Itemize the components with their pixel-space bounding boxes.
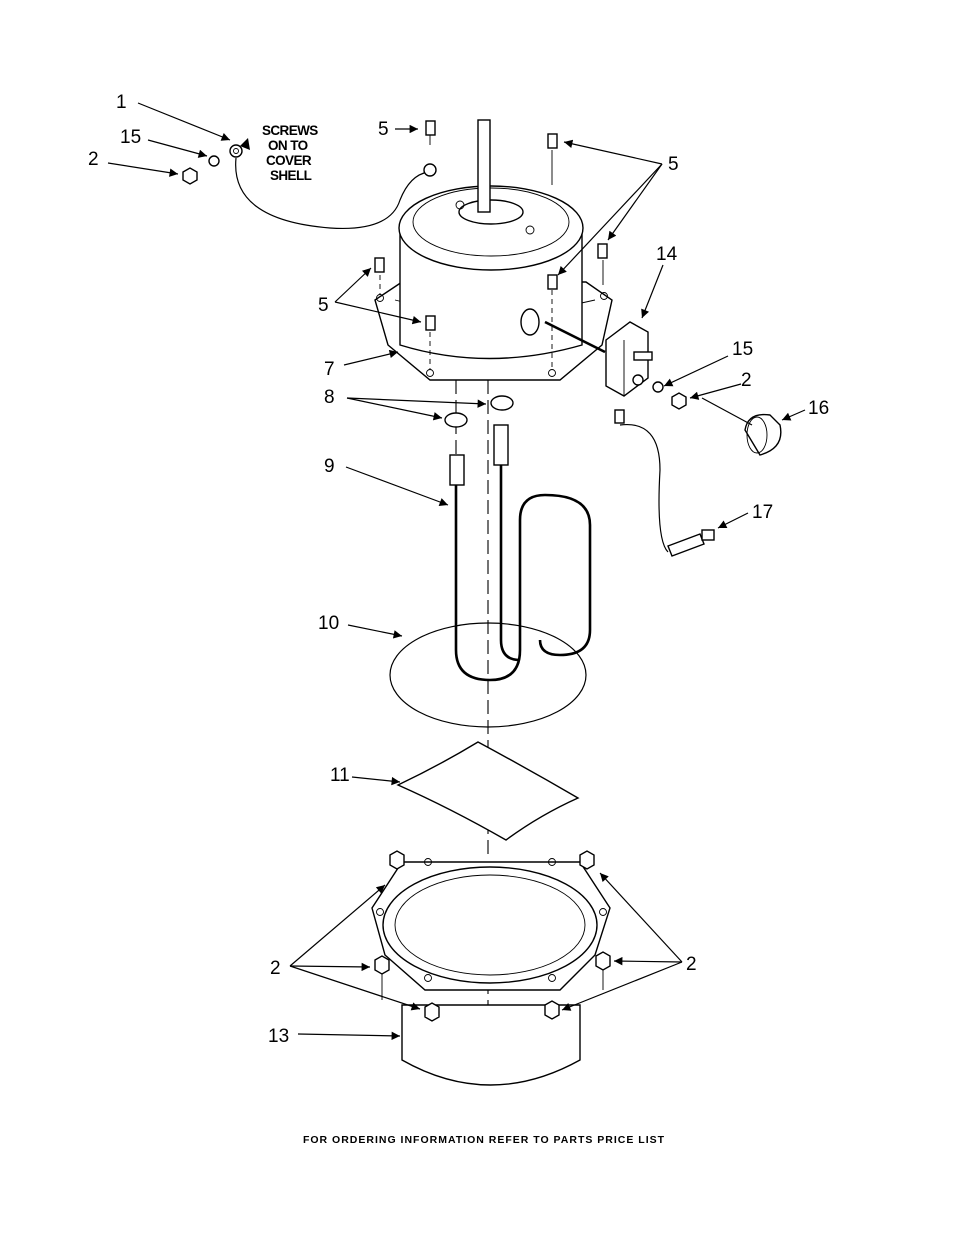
note-pointer-mark xyxy=(240,138,250,150)
callout-17: 17 xyxy=(752,502,773,523)
callout-5: 5 xyxy=(668,154,679,175)
callout-2: 2 xyxy=(741,370,752,391)
screw-top-right xyxy=(547,133,558,185)
leader-lines xyxy=(107,102,806,1041)
callout-16: 16 xyxy=(808,398,829,419)
screw-left xyxy=(374,257,385,295)
callout-11: 11 xyxy=(330,765,350,786)
insulation-sheet xyxy=(396,741,580,841)
callout-labels: 1 15 2 5 5 5 14 15 2 16 7 8 9 17 10 11 2… xyxy=(88,92,829,1047)
screws-note-line-2: ON TO xyxy=(268,138,308,153)
ground-wire xyxy=(182,144,437,230)
callout-2: 2 xyxy=(686,954,697,975)
cover-shell xyxy=(374,119,613,381)
gasket-ring xyxy=(389,622,587,728)
screw-mid-right xyxy=(547,274,558,370)
callout-15: 15 xyxy=(120,127,141,148)
base-nuts xyxy=(374,850,611,1022)
callout-15: 15 xyxy=(732,339,753,360)
screws-note-line-4: SHELL xyxy=(270,168,312,183)
terminal-block xyxy=(544,320,715,557)
screw-mid-left xyxy=(425,315,436,370)
screws-note-line-3: COVER xyxy=(266,153,312,168)
heating-element xyxy=(449,424,592,682)
screws-note: SCREWS ON TO COVER SHELL xyxy=(262,123,319,183)
base-tank xyxy=(371,858,611,1086)
callout-5: 5 xyxy=(378,119,389,140)
screw-right xyxy=(597,243,608,285)
screw-parts xyxy=(374,120,608,370)
callout-14: 14 xyxy=(656,244,678,265)
ordering-info-footer: FOR ORDERING INFORMATION REFER TO PARTS … xyxy=(303,1134,665,1146)
screws-note-line-1: SCREWS xyxy=(262,123,318,138)
callout-8: 8 xyxy=(324,387,335,408)
callout-2: 2 xyxy=(88,149,99,170)
o-rings xyxy=(444,395,514,428)
screw-top-left xyxy=(425,120,436,145)
callout-9: 9 xyxy=(324,456,335,477)
callout-2: 2 xyxy=(270,958,281,979)
callout-5: 5 xyxy=(318,295,329,316)
callout-1: 1 xyxy=(116,92,127,113)
callout-7: 7 xyxy=(324,359,335,380)
callout-13: 13 xyxy=(268,1026,289,1047)
knob xyxy=(744,413,782,456)
callout-10: 10 xyxy=(318,613,339,634)
